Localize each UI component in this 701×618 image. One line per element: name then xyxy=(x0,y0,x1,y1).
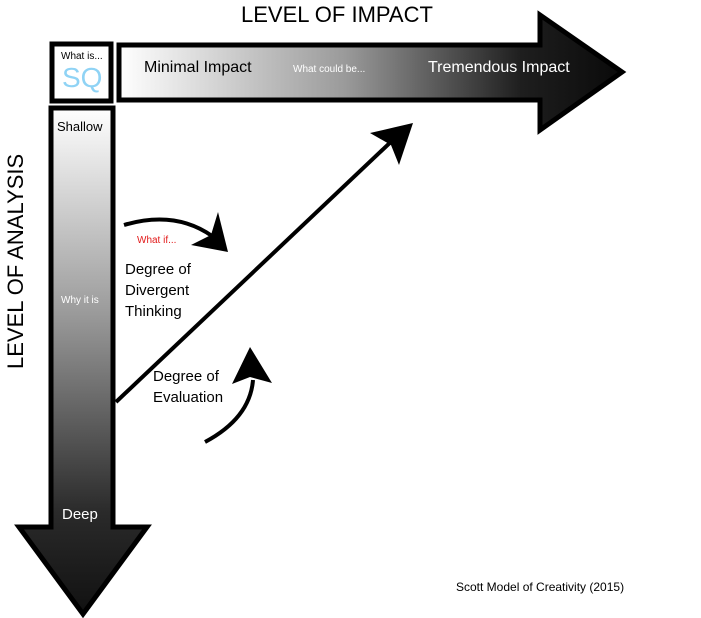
what-if-label: What if... xyxy=(137,235,177,246)
divergent-line-3: Thinking xyxy=(125,303,182,320)
evaluation-arrowhead xyxy=(232,347,272,384)
shallow-label: Shallow xyxy=(57,119,103,134)
sq-box xyxy=(49,41,114,104)
evaluation-line-1: Degree of xyxy=(153,368,219,385)
evaluation-curve-arrow xyxy=(204,379,255,444)
divergent-curve-arrow xyxy=(123,217,214,238)
diagonal-arrow-line xyxy=(114,136,397,404)
impact-arrow xyxy=(116,10,627,135)
divergent-arrowhead xyxy=(191,212,228,252)
impact-axis-title: LEVEL OF IMPACT xyxy=(241,2,433,27)
divergent-line-2: Divergent xyxy=(125,282,190,299)
evaluation-label: Degree of Evaluation xyxy=(153,366,223,408)
divergent-line-1: Degree of xyxy=(125,261,191,278)
analysis-arrow xyxy=(14,105,152,618)
sq-box-caption: What is... xyxy=(61,51,103,62)
tremendous-impact-label: Tremendous Impact xyxy=(428,59,570,76)
evaluation-line-2: Evaluation xyxy=(153,389,224,406)
analysis-axis-title: LEVEL OF ANALYSIS xyxy=(3,153,28,369)
divergent-thinking-label: Degree of Divergent Thinking xyxy=(125,259,191,322)
why-it-is-label: Why it is xyxy=(61,295,99,306)
deep-label: Deep xyxy=(62,506,98,523)
caption: Scott Model of Creativity (2015) xyxy=(456,580,625,594)
what-could-be-label: What could be... xyxy=(293,64,366,75)
diagonal-arrow-head xyxy=(370,123,413,165)
sq-box-label: SQ xyxy=(62,62,103,93)
minimal-impact-label: Minimal Impact xyxy=(144,59,252,76)
